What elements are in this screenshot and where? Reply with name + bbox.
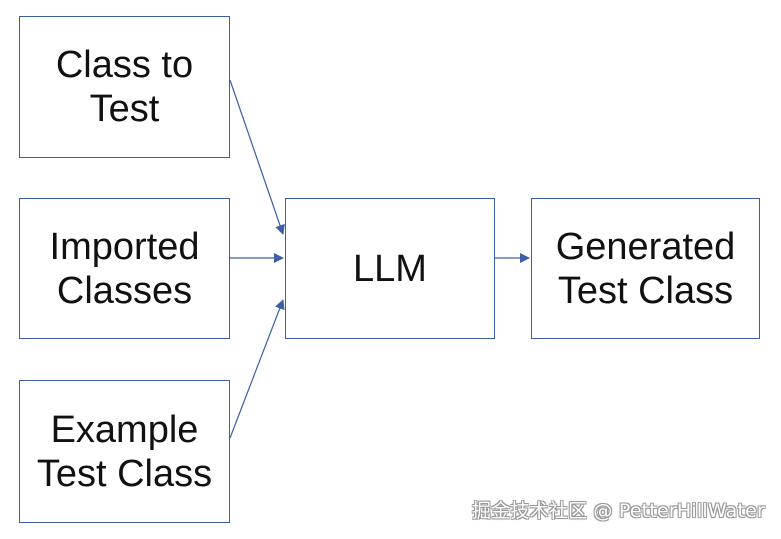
watermark-text: 掘金技术社区 @ PetterHillWater bbox=[471, 500, 765, 522]
edge-class-to-test-to-llm bbox=[229, 79, 285, 235]
node-llm: LLM bbox=[285, 198, 495, 339]
node-generated-test-class: Generated Test Class bbox=[531, 198, 760, 339]
edge-example-test-class-to-llm bbox=[229, 299, 285, 439]
node-label-example-test-class: Example Test Class bbox=[36, 408, 213, 495]
node-imported-classes: Imported Classes bbox=[19, 198, 230, 339]
node-label-class-to-test: Class to Test bbox=[55, 44, 194, 130]
node-label-generated-test-class: Generated Test Class bbox=[555, 225, 736, 312]
node-label-imported-classes: Imported Classes bbox=[49, 225, 200, 312]
node-label-llm: LLM bbox=[353, 247, 427, 290]
node-example-test-class: Example Test Class bbox=[19, 380, 230, 523]
node-class-to-test: Class to Test bbox=[19, 16, 230, 158]
